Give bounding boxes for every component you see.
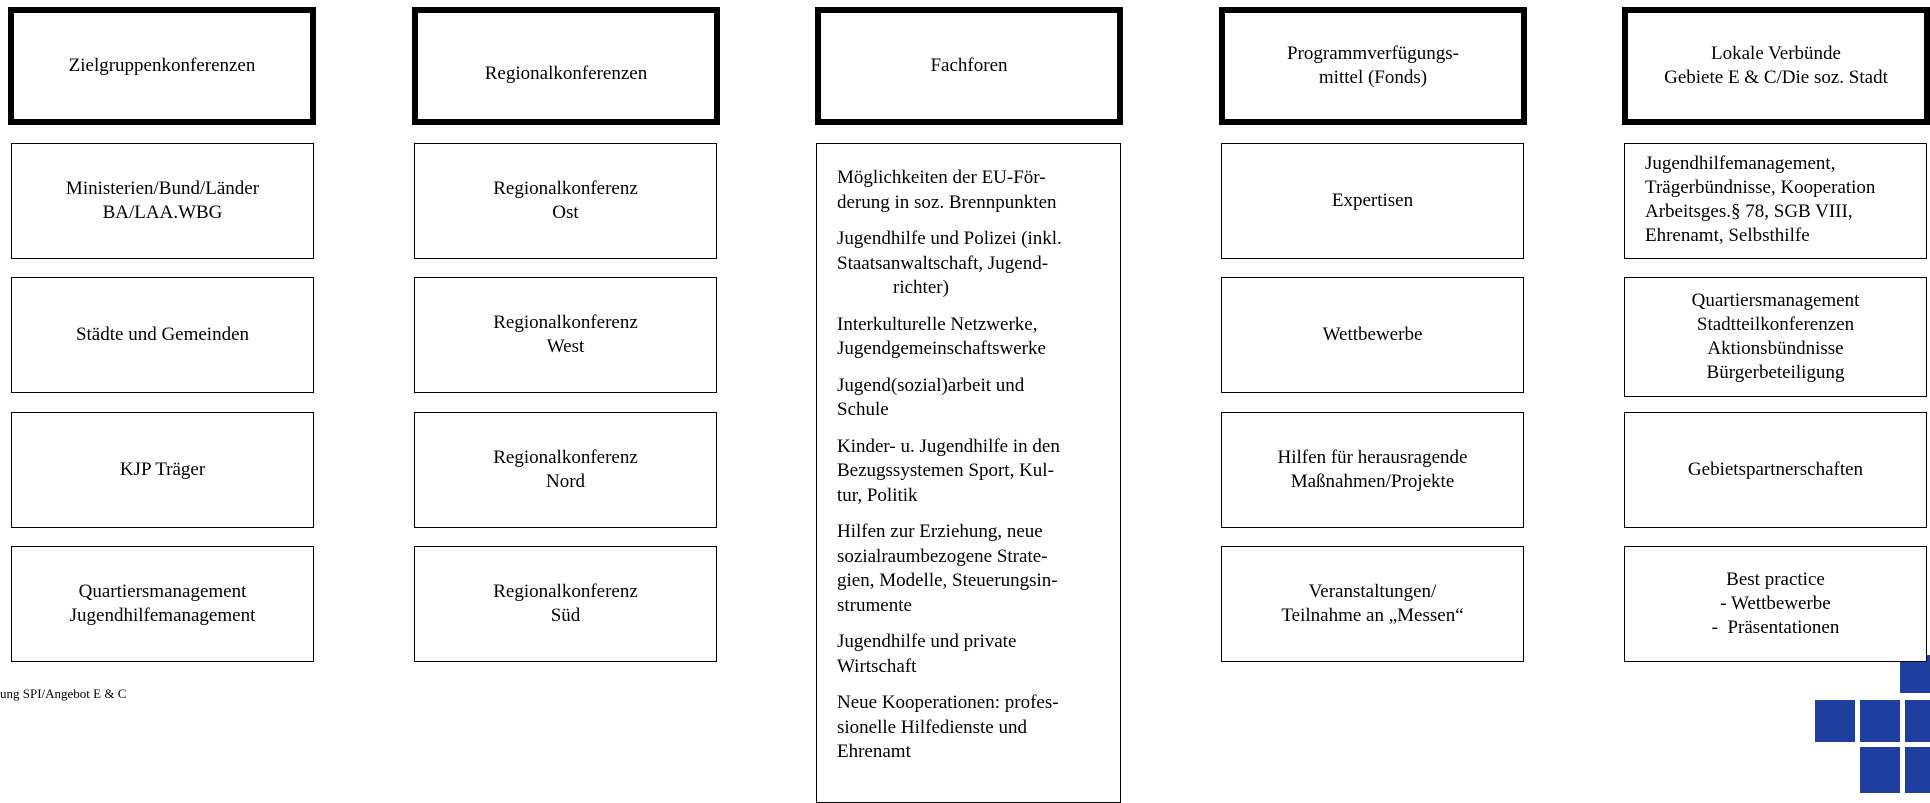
box-ministerien: Ministerien/Bund/Länder BA/LAA.WBG xyxy=(11,143,314,259)
box-quartiersmanagement: Quartiersmanagement Jugendhilfemanagemen… xyxy=(11,546,314,662)
box-expertisen: Expertisen xyxy=(1221,143,1524,259)
fachforen-list: Möglichkeiten der EU-För- derung in soz.… xyxy=(816,143,1121,803)
fachforum-item: Jugendhilfe und Polizei (inkl. Staatsanw… xyxy=(837,228,1062,298)
fachforum-item: Interkulturelle Netzwerke, Jugendgemeins… xyxy=(837,313,1046,360)
fachforum-item: Jugend(sozial)arbeit und Schule xyxy=(837,374,1025,421)
fachforum-item: Jugendhilfe und private Wirtschaft xyxy=(837,631,1017,677)
footer-note: ung SPI/Angebot E & C xyxy=(0,686,127,701)
fachforum-item: Möglichkeiten der EU-För- derung in soz.… xyxy=(837,167,1057,213)
logo-block xyxy=(1860,747,1900,793)
header-programmverfuegungsmittel: Programmverfügungs- mittel (Fonds) xyxy=(1219,7,1527,125)
box-jugendhilfemanagement: Jugendhilfemanagement, Trägerbündnisse, … xyxy=(1624,143,1927,259)
box-regional-nord: Regionalkonferenz Nord xyxy=(414,412,717,528)
box-veranstaltungen: Veranstaltungen/ Teilnahme an „Messen“ xyxy=(1221,546,1524,662)
box-quartiersmanagement-lokal: Quartiersmanagement Stadtteilkonferenzen… xyxy=(1624,277,1927,397)
header-fachforen: Fachforen xyxy=(815,7,1123,125)
box-kjp-traeger: KJP Träger xyxy=(11,412,314,528)
box-staedte: Städte und Gemeinden xyxy=(11,277,314,393)
box-regional-ost: Regionalkonferenz Ost xyxy=(414,143,717,259)
logo-block xyxy=(1815,700,1855,742)
header-regionalkonferenzen: Regionalkonferenzen xyxy=(412,7,720,125)
header-lokale-verbuende: Lokale Verbünde Gebiete E & C/Die soz. S… xyxy=(1622,7,1930,125)
logo-block xyxy=(1905,700,1930,742)
box-regional-west: Regionalkonferenz West xyxy=(414,277,717,393)
box-regional-sued: Regionalkonferenz Süd xyxy=(414,546,717,662)
box-gebietspartnerschaften: Gebietspartnerschaften xyxy=(1624,412,1927,528)
header-zielgruppenkonferenzen: Zielgruppenkonferenzen xyxy=(8,7,316,125)
logo-block xyxy=(1860,700,1900,742)
box-wettbewerbe: Wettbewerbe xyxy=(1221,277,1524,393)
fachforum-item: Hilfen zur Erziehung, neue sozialraumbez… xyxy=(837,521,1058,616)
box-hilfen-massnahmen: Hilfen für herausragende Maßnahmen/Proje… xyxy=(1221,412,1524,528)
fachforum-item: Neue Kooperationen: profes- sionelle Hil… xyxy=(837,692,1059,762)
box-best-practice: Best practice - Wettbewerbe - Präsentati… xyxy=(1624,546,1927,662)
logo-block xyxy=(1905,747,1930,793)
fachforum-item: Kinder- u. Jugendhilfe in den Bezugssyst… xyxy=(837,435,1060,506)
